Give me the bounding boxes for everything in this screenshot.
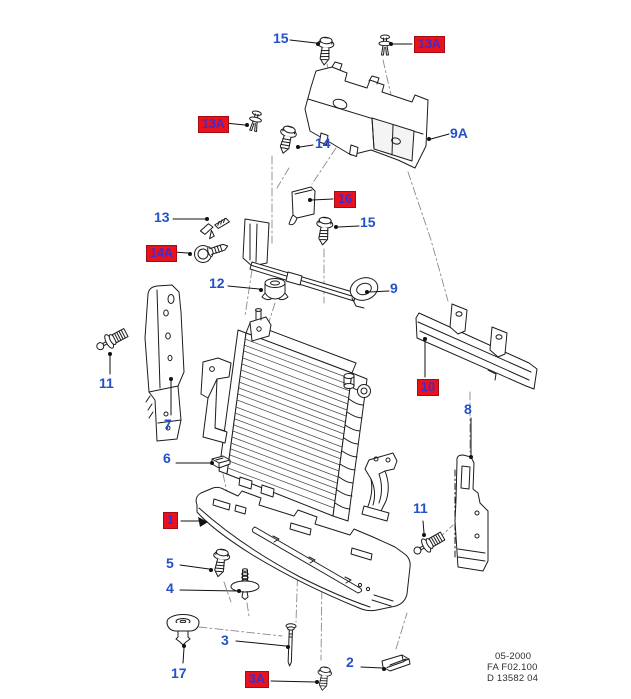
callout-9a[interactable]: 9A [450,125,468,141]
seal-plate-16[interactable] [288,186,316,226]
callout-11-right[interactable]: 11 [413,500,428,516]
callout-13a-top[interactable]: 13A [414,36,445,53]
grommet-12[interactable] [261,278,289,301]
callout-17[interactable]: 17 [171,665,187,681]
callout-10[interactable]: 10 [417,379,439,396]
clip-6[interactable] [211,455,231,469]
screw-3a[interactable] [315,665,333,692]
callout-14[interactable]: 14 [315,135,331,151]
screw-5[interactable] [209,547,232,579]
radiator-assembly[interactable] [200,308,398,522]
drawing-number: D 13582 04 [487,673,539,684]
drawing-info-block: 05-2000 FA F02.100 D 13582 04 [487,651,538,684]
callout-13a-left[interactable]: 13A [198,116,229,133]
callout-6[interactable]: 6 [163,450,171,466]
side-bracket-8[interactable] [454,454,489,572]
push-pin-13a-top[interactable] [378,34,392,56]
callout-5[interactable]: 5 [166,555,174,571]
callout-4[interactable]: 4 [166,580,174,596]
callout-15-mid[interactable]: 15 [360,214,376,230]
callout-1[interactable]: 1 [163,512,178,529]
drawing-date: 05-2000 [495,651,532,662]
callout-13[interactable]: 13 [154,209,170,225]
callout-14a[interactable]: 14A [146,245,177,262]
bolt-3[interactable] [285,623,297,667]
screw-15-mid[interactable] [314,215,334,247]
rivet-pin-11-right[interactable] [410,529,447,560]
callout-3a[interactable]: 3A [245,671,269,688]
callout-16[interactable]: 16 [334,191,356,208]
side-bracket-7[interactable] [144,284,185,442]
callout-15-top[interactable]: 15 [273,30,289,46]
callout-3[interactable]: 3 [221,632,229,648]
shoulder-screw-14a[interactable] [192,238,230,265]
callout-7[interactable]: 7 [164,416,172,432]
screw-15-top[interactable] [315,36,335,67]
callout-9[interactable]: 9 [390,280,398,296]
callout-12[interactable]: 12 [209,275,225,291]
clip-13[interactable] [199,217,231,240]
push-pin-4[interactable] [230,568,260,600]
push-pin-13a-left[interactable] [246,109,264,133]
grommet-17[interactable] [166,614,200,646]
clip-2[interactable] [381,654,411,672]
deflector-rail-9[interactable] [242,218,381,309]
bracket-rail-10[interactable] [415,303,538,390]
callout-11-left[interactable]: 11 [99,375,114,391]
callout-8[interactable]: 8 [464,401,472,417]
upper-deflector-panel-9a[interactable] [304,61,429,169]
callout-2[interactable]: 2 [346,654,354,670]
leader-lines [108,39,473,684]
rivet-pin-11-left[interactable] [93,325,130,355]
screw-14[interactable] [274,123,299,156]
drawing-section-code: FA F02.100 [487,662,538,673]
air-deflector-1[interactable] [195,486,411,612]
